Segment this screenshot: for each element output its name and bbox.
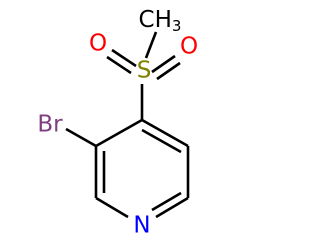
methyl-subscript: 3 <box>172 17 182 35</box>
bond-sulfur-oxygen-left-b <box>106 55 132 75</box>
bond-sulfur-oxygen-right-a <box>151 54 176 74</box>
molecule-diagram: CH3 S O O Br N <box>37 7 198 239</box>
bond-sulfur-oxygen-left-a <box>111 48 137 68</box>
methyl-label: CH3 <box>139 7 182 35</box>
bond-c4-c5 <box>141 118 189 148</box>
atom-labels: CH3 S O O Br N <box>37 7 198 239</box>
oxygen-left-label: O <box>89 31 107 57</box>
bond-sulfur-oxygen-right-b <box>156 61 181 81</box>
oxygen-right-label: O <box>180 34 198 60</box>
bond-c6-n <box>155 196 189 219</box>
bond-c6-n-inner <box>151 191 182 212</box>
methyl-symbol: CH <box>139 7 172 33</box>
bond-c2-n <box>95 196 129 219</box>
structure-canvas: CH3 S O O Br N <box>37 6 199 239</box>
bonds <box>65 31 190 219</box>
bond-c4-c3 <box>95 118 143 148</box>
sulfur-label: S <box>137 58 152 84</box>
bond-c4-c5-inner <box>141 128 182 154</box>
bond-methyl-sulfur <box>144 31 158 59</box>
nitrogen-label: N <box>133 213 150 239</box>
bromine-label: Br <box>37 112 63 138</box>
bond-c3-bromine <box>65 127 97 148</box>
